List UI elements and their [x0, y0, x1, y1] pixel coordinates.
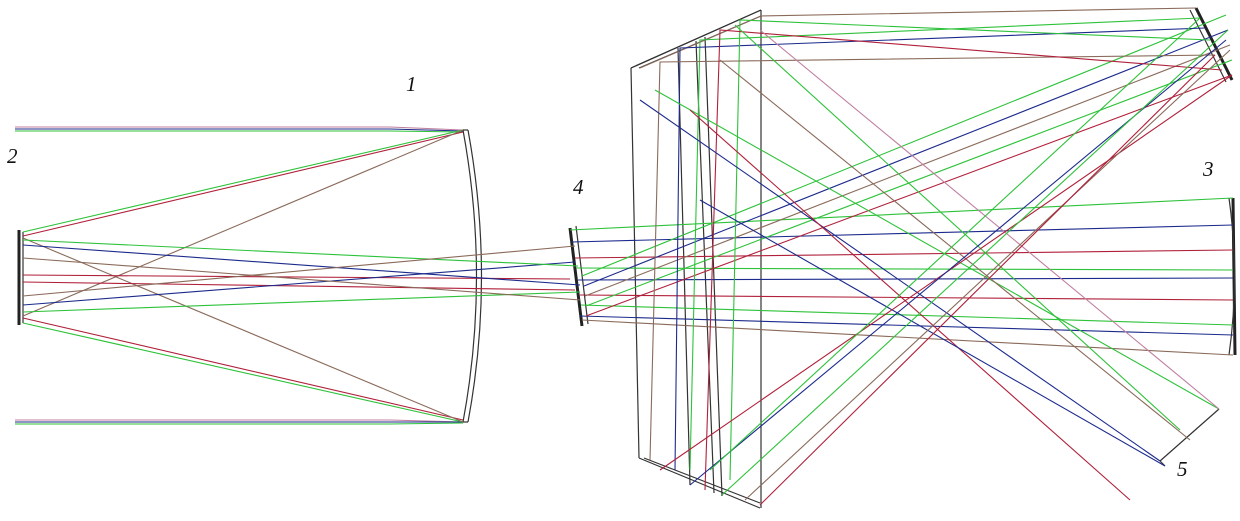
ray-red-42: [689, 109, 1131, 501]
ray-red-22: [574, 249, 1234, 259]
ray-green-29: [581, 14, 1227, 277]
ray-pink-44: [759, 29, 1220, 410]
ray-green-16: [22, 239, 579, 267]
label-5: 5: [1177, 457, 1188, 481]
ray-brown-31: [584, 44, 1231, 297]
ray-red-39: [704, 29, 1223, 491]
ray-red-52: [759, 54, 1216, 506]
ray-blue-21: [571, 224, 1234, 243]
ray-pink-3: [15, 419, 464, 423]
ray-green-35: [689, 17, 1201, 471]
label-1: 1: [406, 72, 417, 96]
label-3: 3: [1202, 157, 1214, 181]
ray-green-2: [15, 130, 464, 133]
ray-blue-14: [22, 244, 581, 286]
ray-brown-11: [22, 237, 464, 423]
ray-blue-40: [639, 99, 1161, 462]
label-4: 4: [573, 175, 584, 199]
element-4-fold-mirror: [568, 225, 589, 327]
ray-red-9: [22, 317, 464, 421]
ray-green-41: [654, 89, 1220, 410]
ray-green-8: [22, 322, 464, 423]
ray-blue-48: [689, 39, 1227, 486]
ray-blue-24: [577, 277, 1234, 281]
ray-brown-50: [744, 49, 1231, 501]
element-3-camera-mirror: [1228, 197, 1237, 356]
ray-brown-10: [22, 129, 464, 317]
ray-green-26: [580, 304, 1234, 326]
element-1-collimator-mirror: [462, 129, 483, 423]
ray-brown-38: [649, 54, 1216, 461]
ray-blue-15: [22, 261, 576, 306]
ray-green-49: [721, 29, 1229, 496]
ray-brown-43: [719, 59, 1191, 441]
ray-green-23: [575, 267, 1234, 271]
ray-green-37: [729, 19, 1211, 481]
ray-green-20: [569, 197, 1234, 231]
ray-brown-18: [22, 257, 581, 301]
ray-green-17: [22, 291, 581, 313]
ray-red-25: [579, 294, 1234, 301]
ray-blue-1: [15, 128, 464, 132]
ray-blue-30: [583, 29, 1229, 287]
ray-brown-27: [581, 319, 1234, 356]
label-2: 2: [7, 144, 18, 168]
ray-red-12: [22, 274, 571, 280]
ray-green-45: [734, 24, 1181, 431]
ray-green-5: [15, 422, 464, 425]
ray-blue-36: [674, 27, 1206, 471]
ray-red-13: [22, 281, 576, 291]
ray-bundle: [15, 7, 1234, 506]
ray-green-51: [709, 17, 1201, 471]
element-2-source-plate: [17, 230, 24, 325]
ray-red-33: [585, 74, 1233, 317]
ray-brown-19: [22, 245, 576, 297]
ray-green-6: [22, 129, 464, 233]
ray-blue-46: [699, 199, 1166, 467]
ray-pink-0: [15, 126, 464, 131]
ray-red-7: [22, 131, 464, 237]
element-5-detector: [1159, 408, 1220, 467]
